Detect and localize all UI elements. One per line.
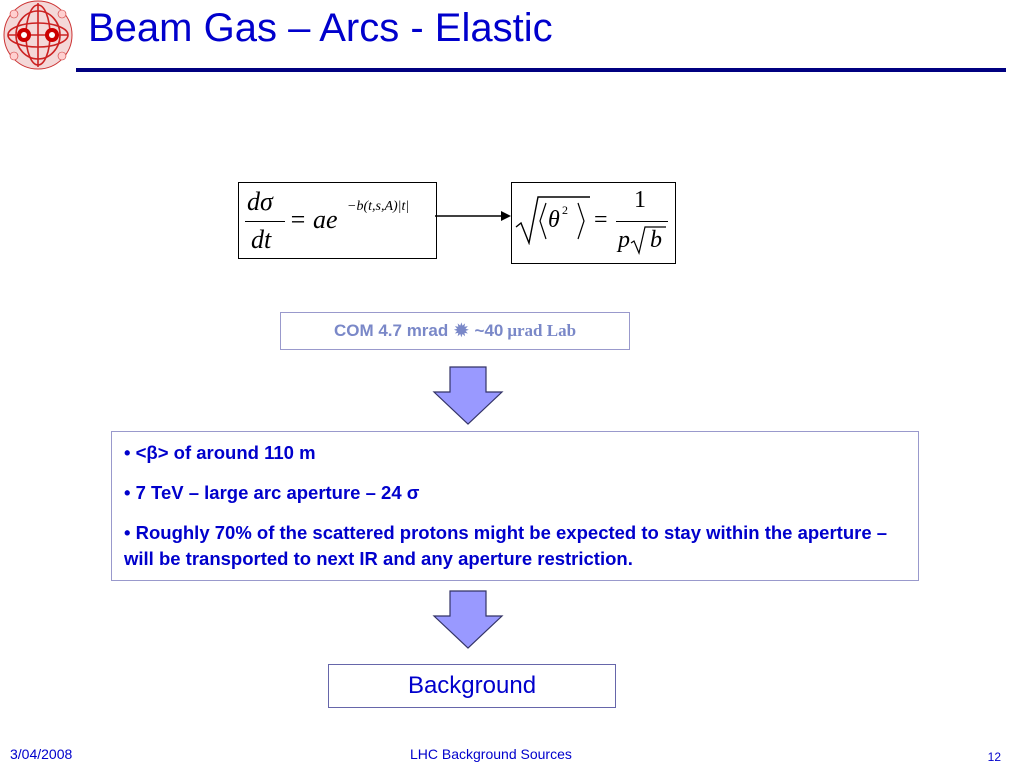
bullet-item: • <β> of around 110 m: [124, 442, 316, 463]
theta-symbol: θ: [548, 207, 560, 233]
bullet-item: • 7 TeV – large arc aperture – 24 σ: [124, 482, 420, 503]
footer-date: 3/04/2008: [10, 746, 73, 762]
fraction-numerator: 1: [634, 187, 646, 213]
fraction-bar: [616, 221, 668, 222]
lab-angle-value: ~40: [474, 321, 504, 340]
bullet-item: • Roughly 70% of the scattered protons m…: [124, 522, 888, 569]
page-number: 12: [987, 750, 1001, 764]
sqrt-sign-icon: [630, 226, 666, 255]
cross-section-formula: dσ dt = ae −b(t,s,A)|t|: [238, 182, 437, 259]
footer-title: LHC Background Sources: [410, 746, 572, 762]
formula-denominator: dt: [251, 225, 272, 254]
com-angle: COM 4.7 mrad: [333, 321, 449, 340]
down-arrow-icon: [432, 366, 504, 425]
angle-conversion-box: COM 4.7 mrad ✹ ~40 μrad Lab: [280, 312, 630, 350]
down-arrow-icon: [432, 590, 504, 649]
title-divider: [76, 68, 1006, 72]
background-label: Background: [407, 672, 537, 699]
equals-sign: =: [594, 207, 608, 233]
lab-angle-unit: μrad Lab: [507, 321, 577, 340]
theta-power: 2: [562, 203, 568, 217]
lhc-logo-icon: [3, 0, 73, 70]
formula-rhs: = ae: [289, 205, 338, 234]
angle-formula: θ 2 = 1 p b: [511, 182, 676, 264]
denominator-p: p: [618, 227, 630, 253]
formula-exponent: −b(t,s,A)|t|: [347, 199, 410, 214]
connector-arrow-icon: [435, 211, 511, 221]
fraction-bar: [245, 221, 285, 222]
slide-title: Beam Gas – Arcs - Elastic: [88, 6, 553, 50]
sqrt-sign-icon: [515, 196, 590, 245]
formula-numerator: dσ: [247, 187, 273, 216]
transform-symbol-icon: ✹: [454, 321, 469, 340]
background-box: Background: [328, 664, 616, 708]
notes-box: • <β> of around 110 m • 7 TeV – large ar…: [111, 431, 919, 581]
denominator-b: b: [650, 227, 662, 253]
